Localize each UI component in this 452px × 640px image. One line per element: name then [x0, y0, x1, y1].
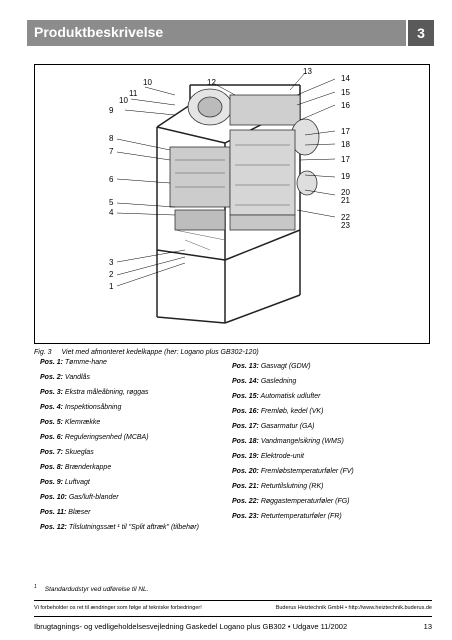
list-item: Pos. 6: Reguleringsenhed (MCBA): [40, 434, 149, 441]
figure-label: 16: [341, 101, 350, 110]
page-number: 13: [423, 622, 432, 631]
footer-disclaimer: Vi forbeholder os ret til ændringer som …: [34, 605, 202, 611]
list-item: Pos. 17: Gasarmatur (GA): [232, 423, 315, 430]
figure-label: 17: [341, 155, 350, 164]
figure-label: 23: [341, 221, 350, 230]
list-item: Pos. 15: Automatisk udlufter: [232, 393, 321, 400]
figure-label: 8: [109, 134, 114, 143]
boiler-drawing: 13 14 15 16 10 12 11 10 9 8 7 17 18 17 1…: [109, 67, 350, 324]
list-item: Pos. 23: Returtemperaturføler (FR): [232, 513, 342, 520]
position-list-right: Pos. 13: Gasvagt (GDW) Pos. 14: Gasledni…: [232, 362, 354, 527]
list-item: Pos. 2: Vandlås: [40, 374, 90, 381]
list-item: Pos. 20: Fremløbstemperaturføler (FV): [232, 468, 354, 475]
figure-label: 3: [109, 258, 114, 267]
list-item: Pos. 14: Gasledning: [232, 378, 297, 385]
figure-label: 10: [143, 78, 152, 87]
section-header: Produktbeskrivelse 3: [27, 20, 434, 46]
list-item: Pos. 16: Fremløb, kedel (VK): [232, 408, 324, 415]
figure-label: 14: [341, 74, 350, 83]
figure-caption-text: Viet med afmonteret kedelkappe (her: Log…: [61, 349, 259, 356]
figure-label: 4: [109, 208, 114, 217]
list-item: Pos. 13: Gasvagt (GDW): [232, 363, 311, 370]
list-item: Pos. 5: Klemrække: [40, 419, 101, 426]
list-item: Pos. 22: Røggastemperaturføler (FG): [232, 498, 350, 505]
list-item: Pos. 21: Returtilslutning (RK): [232, 483, 324, 490]
figure-label: 20: [341, 188, 350, 197]
list-item: Pos. 4: Inspektionsåbning: [40, 404, 122, 411]
figure-label: 10: [119, 96, 128, 105]
figure-label: 19: [341, 172, 350, 181]
figure-label: 9: [109, 106, 114, 115]
list-item: Pos. 11: Blæser: [40, 509, 91, 516]
figure-label: 12: [207, 78, 216, 87]
figure-label: 6: [109, 175, 114, 184]
document-title: Ibrugtagnings- og vedligeholdelsesvejled…: [34, 622, 348, 631]
footnote: 1 Standardudstyr ved udførelse til NL.: [34, 584, 148, 593]
figure-caption: Fig. 3 Viet med afmonteret kedelkappe (he…: [34, 349, 259, 356]
list-item: Pos. 18: Vandmangelsikring (WMS): [232, 438, 344, 445]
list-item: Pos. 1: Tømme-hane: [40, 359, 107, 366]
chapter-number: 3: [406, 20, 434, 46]
figure-label: 5: [109, 198, 114, 207]
list-item: Pos. 7: Skueglas: [40, 449, 94, 456]
figure-label: 15: [341, 88, 350, 97]
figure-label: 22: [341, 213, 350, 222]
footnote-mark: 1: [34, 584, 37, 590]
position-list-left: Pos. 1: Tømme-hane Pos. 2: Vandlås Pos. …: [40, 358, 199, 538]
figure-label: 2: [109, 270, 114, 279]
list-item: Pos. 9: Luftvagt: [40, 479, 90, 486]
footer-divider: [34, 616, 432, 617]
figure-label: 18: [341, 140, 350, 149]
figure-label: 21: [341, 196, 350, 205]
footer-company: Buderus Heiztechnik GmbH • http://www.he…: [275, 605, 432, 611]
list-item: Pos. 10: Gas/luft-blander: [40, 494, 119, 501]
section-title: Produktbeskrivelse: [34, 24, 164, 40]
footer-divider: [34, 600, 432, 601]
footnote-text: Standardudstyr ved udførelse til NL.: [44, 586, 149, 594]
figure-label: 1: [109, 282, 114, 291]
list-item: Pos. 12: Tilslutningssæt ¹ til "Split af…: [40, 524, 199, 531]
figure-boiler-illustration: 13 14 15 16 10 12 11 10 9 8 7 17 18 17 1…: [34, 64, 430, 344]
list-item: Pos. 3: Ekstra måleåbning, røggas: [40, 389, 149, 396]
list-item: Pos. 19: Elektrode-unit: [232, 453, 305, 460]
figure-label: 13: [303, 67, 312, 76]
figure-label: 17: [341, 127, 350, 136]
figure-caption-label: Fig. 3: [34, 349, 52, 356]
figure-label: 7: [109, 147, 114, 156]
figure-label: 11: [129, 89, 138, 98]
list-item: Pos. 8: Brænderkappe: [40, 464, 112, 471]
